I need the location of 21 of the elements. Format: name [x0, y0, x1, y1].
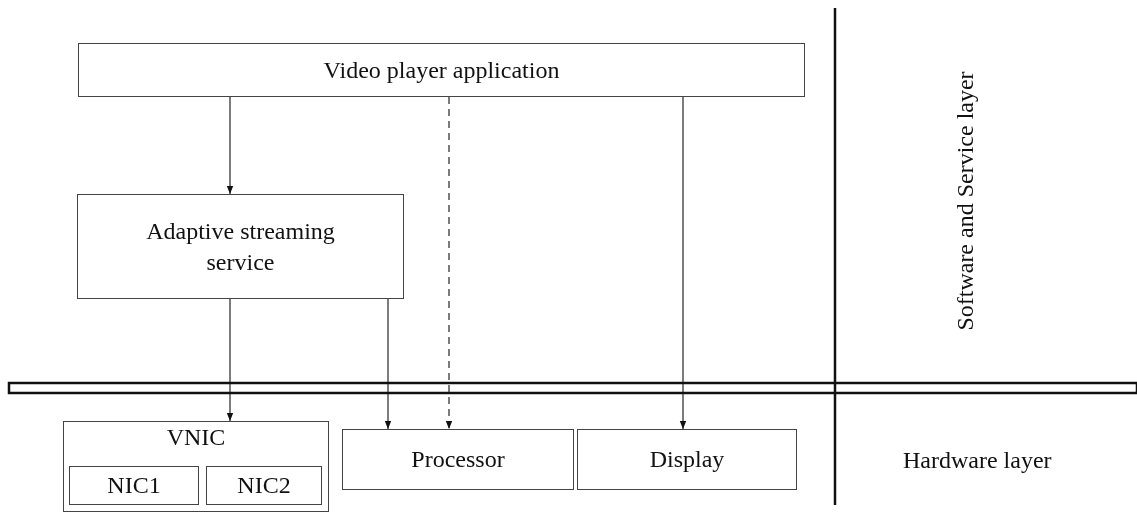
- process-box: [78, 43, 805, 97]
- arrow: [226, 96, 234, 195]
- process-box: [577, 429, 797, 490]
- node-label: Display: [649, 445, 725, 474]
- arrow: [679, 96, 687, 430]
- layer-label: Hardware layer: [903, 446, 1052, 475]
- process-box: [69, 466, 199, 505]
- node-label: Video player application: [323, 55, 560, 85]
- node-label: NIC1: [107, 471, 161, 500]
- node-label: VNIC: [166, 423, 226, 452]
- arrow: [384, 298, 392, 430]
- process-box: [77, 194, 404, 299]
- node-label: NIC2: [237, 471, 291, 500]
- process-box: [206, 466, 322, 505]
- process-box: [342, 429, 574, 490]
- node-label: Adaptive streaming service: [145, 216, 336, 277]
- node-label: Processor: [411, 445, 505, 474]
- arrow: [226, 298, 234, 422]
- layer-label: Software and Service layer: [951, 70, 979, 333]
- arrow: [445, 96, 453, 430]
- process-box: [63, 421, 329, 512]
